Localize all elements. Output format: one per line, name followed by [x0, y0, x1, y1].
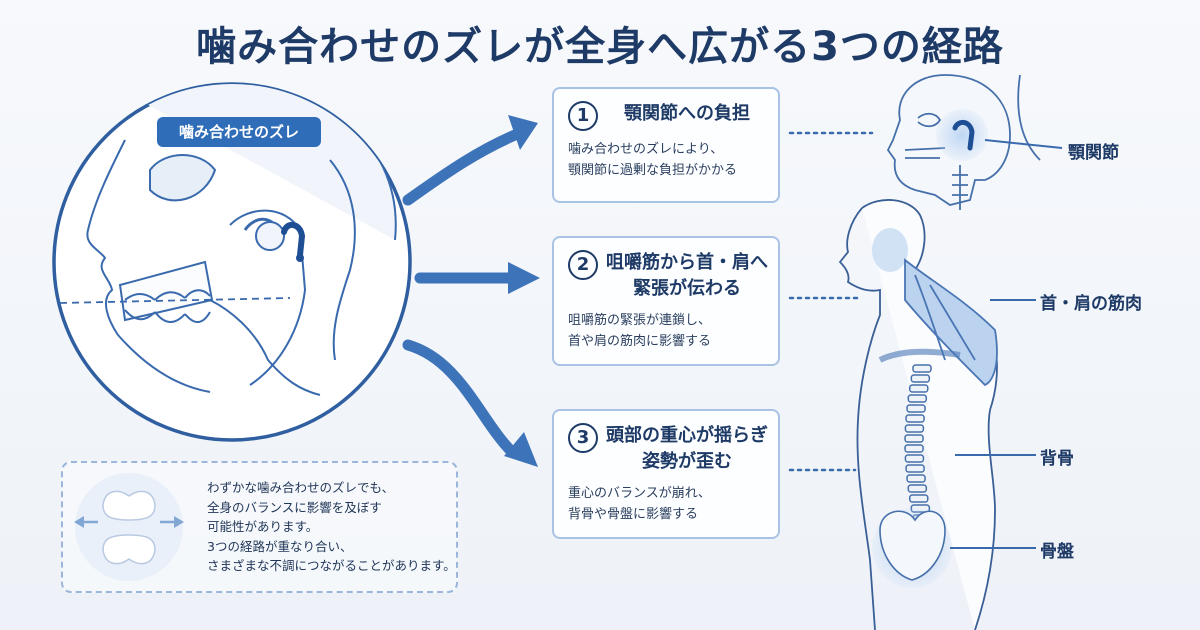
note-line: わずかな噛み合わせのズレでも、	[207, 480, 395, 495]
page-title: 噛み合わせのズレが全身へ広がる3つの経路	[196, 24, 1004, 70]
vertebra	[904, 424, 925, 433]
vertebra	[906, 474, 926, 483]
label-pelvis: 骨盤	[1040, 542, 1074, 562]
pathway-card-3: 3 頭部の重心が揺らぎ 姿勢が歪む 重心のバランスが崩れ、 背骨や骨盤に影響する	[552, 409, 780, 539]
vertebra	[908, 494, 929, 503]
leader-tmj	[984, 139, 1063, 149]
note-line: 可能性があります。	[207, 519, 319, 534]
note-line: さまざまな不調につながることがあります。	[207, 558, 456, 573]
card-2-desc-line: 首や肩の筋肉に影響する	[568, 334, 712, 349]
flow-arrows	[402, 129, 521, 458]
card-3-description: 重心のバランスが崩れ、 背骨や骨盤に影響する	[554, 475, 778, 525]
teeth-icon	[74, 473, 184, 581]
card-1-title: 顎関節への負担	[606, 101, 768, 127]
note-text: わずかな噛み合わせのズレでも、 全身のバランスに影響を及ぼす 可能性があります。…	[207, 478, 457, 576]
arrow-path-1	[402, 129, 521, 206]
skull-illustration	[886, 74, 1041, 210]
jaw-misalignment-label: 噛み合わせのズレ	[157, 117, 321, 147]
pathway-card-1: 1 顎関節への負担 噛み合わせのズレにより、 顎関節に過剰な負担がかかる	[552, 87, 780, 203]
vertebra	[905, 414, 925, 423]
arrowhead-2	[508, 262, 540, 294]
card-3-desc-line: 背骨や骨盤に影響する	[568, 507, 699, 522]
vertebra	[912, 364, 932, 373]
pathway-card-2: 2 咀嚼筋から首・肩へ 緊張が伝わる 咀嚼筋の緊張が連鎖し、 首や肩の筋肉に影響…	[552, 236, 780, 366]
card-2-title: 咀嚼筋から首・肩へ 緊張が伝わる	[606, 250, 768, 302]
note-box	[61, 461, 458, 593]
step-number-2: 2	[568, 250, 598, 280]
note-line: 3つの経路が重なり合い、	[207, 538, 353, 554]
card-1-description: 噛み合わせのズレにより、 顎関節に過剰な負担がかかる	[554, 131, 778, 181]
card-2-title-line: 咀嚼筋から首・肩へ	[606, 252, 768, 273]
vertebra	[904, 434, 924, 443]
card-2-desc-line: 咀嚼筋の緊張が連鎖し、	[568, 313, 712, 328]
card-3-desc-line: 重心のバランスが崩れ、	[568, 486, 711, 501]
arrowhead-3	[504, 432, 538, 467]
note-line: 全身のバランスに影響を及ぼす	[207, 499, 382, 515]
pelvis-illustration	[872, 508, 952, 588]
card-2-title-line: 緊張が伝わる	[633, 278, 741, 299]
vertebra	[908, 384, 929, 393]
card-3-title: 頭部の重心が揺らぎ 姿勢が歪む	[606, 423, 768, 475]
body-illustration	[838, 199, 998, 630]
vertebra	[904, 454, 925, 463]
step-number-3: 3	[568, 423, 598, 453]
card-1-desc-line: 噛み合わせのズレにより、	[568, 142, 724, 157]
vertebra	[904, 444, 924, 453]
vertebra	[905, 464, 925, 473]
vertebra	[907, 394, 928, 403]
card-3-title-line: 頭部の重心が揺らぎ	[606, 425, 768, 446]
card-1-desc-line: 顎関節に過剰な負担がかかる	[568, 163, 738, 178]
vertebra	[906, 404, 926, 413]
label-neck-shoulder: 首・肩の筋肉	[1040, 294, 1142, 314]
vertebra	[910, 374, 931, 383]
vertebra	[907, 484, 928, 493]
step-number-1: 1	[568, 101, 598, 131]
arrowhead-1	[508, 115, 538, 150]
label-tmj: 顎関節	[1068, 143, 1119, 163]
card-3-title-line: 姿勢が歪む	[642, 451, 732, 472]
arrow-path-3	[402, 339, 518, 458]
jaw-closeup	[52, 82, 412, 442]
card-2-description: 咀嚼筋の緊張が連鎖し、 首や肩の筋肉に影響する	[554, 302, 778, 352]
card-1-title-line: 顎関節への負担	[624, 103, 750, 124]
label-spine: 背骨	[1040, 449, 1074, 469]
